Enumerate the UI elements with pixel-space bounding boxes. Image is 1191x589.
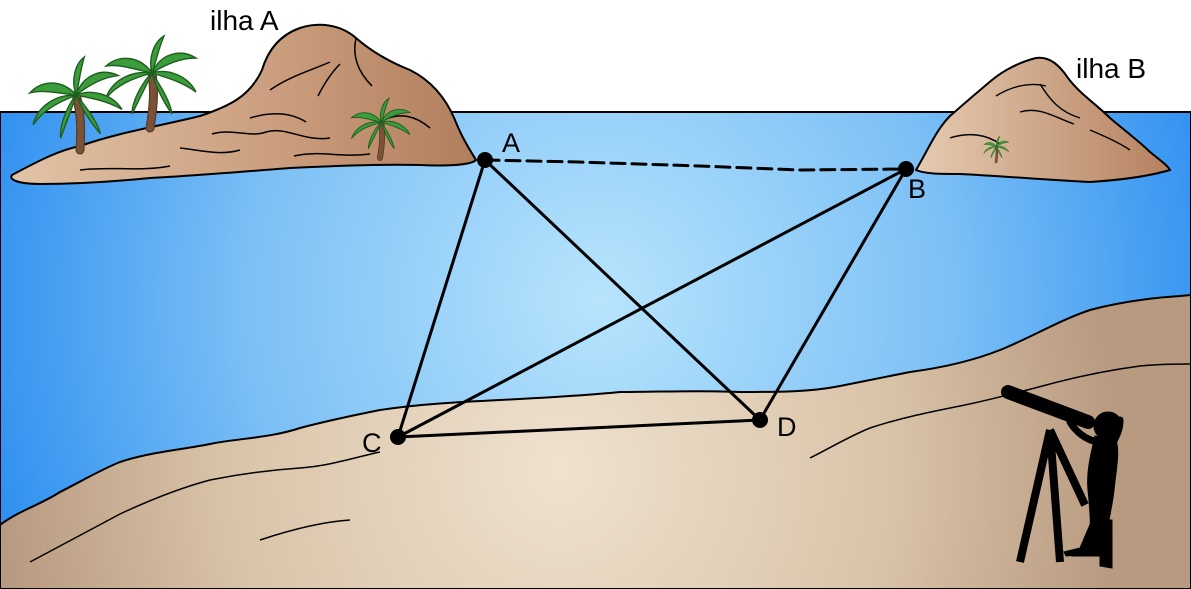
point-a xyxy=(477,152,493,168)
line-bc xyxy=(396,167,908,439)
shore xyxy=(0,293,1191,589)
line-ad xyxy=(483,158,762,422)
point-c-label: C xyxy=(362,428,382,458)
point-d xyxy=(752,412,768,428)
line-bd xyxy=(758,167,908,422)
point-b-label: B xyxy=(908,174,926,204)
point-b xyxy=(898,161,914,177)
observer-with-telescope-icon xyxy=(1001,385,1124,569)
point-d-label: D xyxy=(777,412,797,442)
point-a-label: A xyxy=(502,128,520,158)
line-cd xyxy=(396,418,762,439)
triangulation-lines xyxy=(396,158,908,439)
line-ac xyxy=(396,158,487,439)
island-b xyxy=(914,56,1172,184)
shore-contours xyxy=(29,363,1191,563)
island-a-label: ilha A xyxy=(210,5,279,36)
island-b-label: ilha B xyxy=(1076,53,1146,84)
baseline-ab xyxy=(483,158,908,172)
point-c xyxy=(390,429,406,445)
island-a xyxy=(10,23,478,186)
points xyxy=(390,152,914,445)
